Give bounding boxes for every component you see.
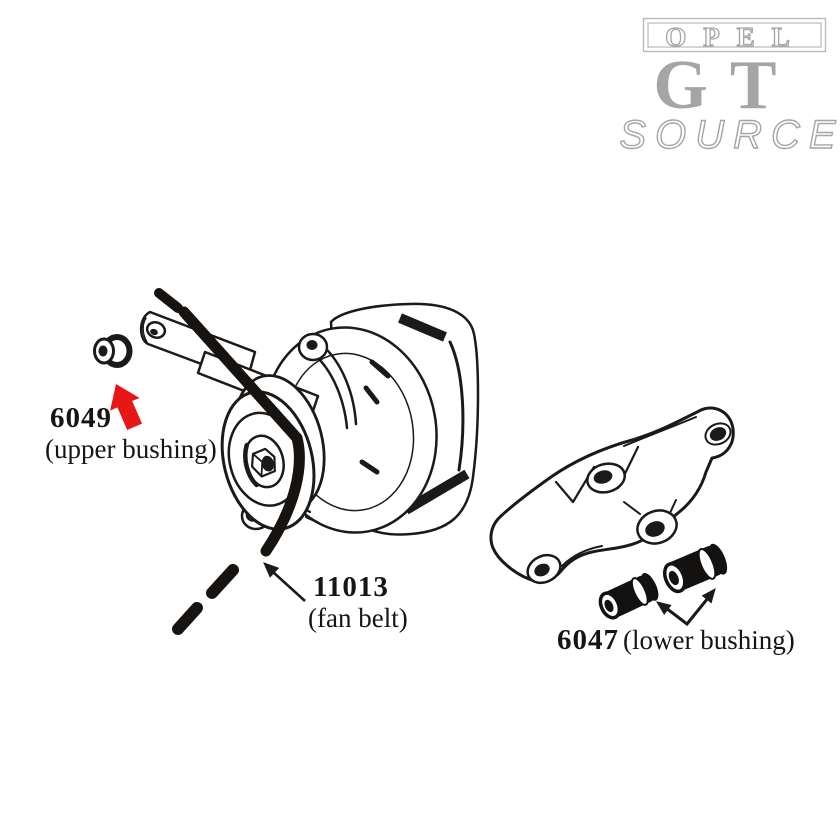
alternator-strap-line-2	[321, 344, 358, 426]
fan-belt-dash-mid	[206, 564, 239, 599]
lower-bushing-right-flange	[708, 543, 728, 575]
fan-belt	[154, 288, 305, 635]
upper-bushing-part-description: (upper bushing)	[45, 433, 217, 464]
double-arrow-head-left	[655, 601, 672, 616]
opel-badge-outer-border	[642, 17, 827, 53]
upper-bushing-label: 6049 (upper bushing)	[45, 402, 217, 465]
lower-bushing-right-part	[662, 543, 728, 594]
fan-belt-pointer-shaft	[272, 571, 306, 602]
alternator-vent-bar-bottom	[403, 469, 470, 515]
upper-bushing-hole	[98, 345, 108, 357]
opel-badge: OPEL	[642, 17, 827, 53]
pulley-hub-shading	[243, 442, 259, 488]
red-arrow-icon	[110, 384, 142, 430]
lower-bracket-boss-links	[623, 499, 677, 515]
alternator-strap-tick-2	[369, 359, 391, 379]
lower-bushing-left-flange	[641, 572, 659, 601]
opel-badge-inner-border	[647, 22, 822, 48]
double-arrow-head-right	[701, 588, 716, 604]
brand-logo-graphic: OPEL GT SOURCE	[619, 17, 840, 158]
upper-bushing-part	[93, 334, 133, 368]
alternator-top-ear-hole	[306, 340, 318, 350]
adjusting-arm-hole-shadow	[150, 328, 158, 336]
double-arrow-icon	[655, 588, 716, 627]
fan-belt-label: 11013 (fan belt)	[308, 571, 408, 634]
alternator-fin-tick	[359, 459, 380, 475]
lower-bushing-left-band	[630, 577, 649, 606]
alternator-strap-tick-1	[363, 385, 380, 405]
logo-gt-text: GT	[653, 47, 798, 124]
opel-badge-text: OPEL	[665, 22, 807, 52]
lower-bracket-eye-hole	[709, 427, 727, 441]
fan-belt-part-number: 11013	[313, 571, 389, 603]
alternator-body-seam	[448, 340, 465, 472]
lower-bracket-inner-edge-top	[623, 416, 697, 447]
fan-belt-pointer-arrow-icon	[263, 562, 306, 602]
lower-bushing-part-number: 6047	[557, 624, 619, 656]
lower-bracket-drawing	[489, 406, 735, 585]
brand-logo: OPEL GT SOURCE	[618, 8, 840, 160]
fan-belt-dash-low	[172, 602, 203, 635]
double-arrow-shaft	[665, 597, 710, 627]
lower-bushing-right-band	[697, 548, 717, 580]
lower-bracket-foot-hole	[534, 563, 550, 577]
lower-bushing-right-hole	[668, 570, 679, 586]
upper-bushing-part-number: 6049	[50, 402, 112, 434]
logo-source-text: SOURCE	[619, 113, 840, 157]
lower-bracket-hub-hole	[593, 470, 613, 484]
alternator-vent-bar-top	[398, 313, 447, 342]
lower-bushing-part-description: (lower bushing)	[623, 625, 795, 655]
adjusting-arm-cap-line	[142, 317, 148, 343]
lower-bracket-boss-hole	[645, 521, 665, 537]
fan-belt-part-description: (fan belt)	[308, 602, 408, 633]
lower-bushing-label: 6047 (lower bushing)	[557, 624, 795, 657]
shaft-nut-shadow	[261, 455, 274, 472]
lower-bracket-inner-edge-bottom	[561, 545, 603, 567]
fan-belt-dash-top	[154, 288, 183, 313]
fan-belt-main	[178, 306, 305, 557]
fan-belt-pointer-head	[263, 562, 280, 578]
lower-bushing-left-part	[598, 572, 659, 620]
lower-bushing-left-hole	[604, 599, 614, 613]
lower-bracket-eye-ring	[704, 422, 732, 446]
alternator-drawing	[139, 302, 480, 536]
